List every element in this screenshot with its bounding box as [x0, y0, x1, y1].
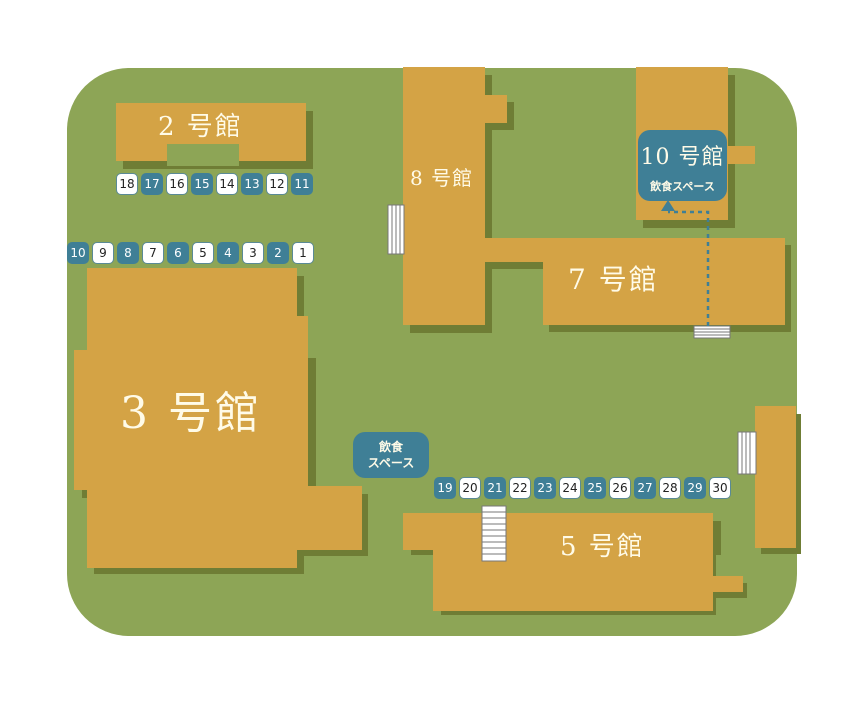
- buildings: [74, 67, 796, 611]
- building-10-food-label: 飲食スペース: [650, 180, 715, 193]
- booth-18[interactable]: 18: [116, 173, 138, 195]
- booth-21[interactable]: 21: [484, 477, 506, 499]
- building-east: [755, 406, 796, 548]
- booth-1[interactable]: 1: [292, 242, 314, 264]
- booth-9[interactable]: 9: [92, 242, 114, 264]
- booth-16[interactable]: 16: [166, 173, 188, 195]
- booth-28[interactable]: 28: [659, 477, 681, 499]
- building-7: [484, 238, 785, 325]
- booth-30[interactable]: 30: [709, 477, 731, 499]
- building-3: [74, 268, 362, 568]
- stairs-8: [387, 204, 405, 255]
- stairs-east: [737, 431, 757, 475]
- building-5-label: 5 号館: [560, 532, 645, 562]
- building-7-label: 7 号館: [568, 263, 659, 296]
- building-2: [116, 103, 306, 166]
- booth-25[interactable]: 25: [584, 477, 606, 499]
- stairs-7: [693, 325, 731, 339]
- booth-12[interactable]: 12: [266, 173, 288, 195]
- booth-4[interactable]: 4: [217, 242, 239, 264]
- booth-13[interactable]: 13: [241, 173, 263, 195]
- booth-6[interactable]: 6: [167, 242, 189, 264]
- booth-29[interactable]: 29: [684, 477, 706, 499]
- booth-8[interactable]: 8: [117, 242, 139, 264]
- booth-20[interactable]: 20: [459, 477, 481, 499]
- booth-23[interactable]: 23: [534, 477, 556, 499]
- building-10-badge: 10 号館 飲食スペース: [638, 130, 727, 201]
- building-2-label: 2 号館: [158, 112, 243, 142]
- booth-7[interactable]: 7: [142, 242, 164, 264]
- booth-10[interactable]: 10: [67, 242, 89, 264]
- booth-22[interactable]: 22: [509, 477, 531, 499]
- booth-2[interactable]: 2: [267, 242, 289, 264]
- booth-26[interactable]: 26: [609, 477, 631, 499]
- booth-11[interactable]: 11: [291, 173, 313, 195]
- food-area-badge: 飲食 スペース: [353, 432, 429, 478]
- route-to-10: [661, 200, 710, 326]
- booth-19[interactable]: 19: [434, 477, 456, 499]
- booth-3[interactable]: 3: [242, 242, 264, 264]
- booth-5[interactable]: 5: [192, 242, 214, 264]
- stairs-5: [481, 505, 507, 562]
- booth-17[interactable]: 17: [141, 173, 163, 195]
- route-arrow-icon: [661, 200, 675, 211]
- booth-27[interactable]: 27: [634, 477, 656, 499]
- booth-14[interactable]: 14: [216, 173, 238, 195]
- building-3-label: 3 号館: [120, 388, 262, 439]
- booth-15[interactable]: 15: [191, 173, 213, 195]
- food-area-line2: スペース: [367, 456, 415, 470]
- building-5: [403, 513, 743, 611]
- building-8: [403, 67, 507, 325]
- food-area-line1: 飲食: [378, 440, 403, 454]
- building-8-label: 8 号館: [410, 166, 474, 190]
- building-10-label: 10 号館: [640, 145, 725, 170]
- booth-24[interactable]: 24: [559, 477, 581, 499]
